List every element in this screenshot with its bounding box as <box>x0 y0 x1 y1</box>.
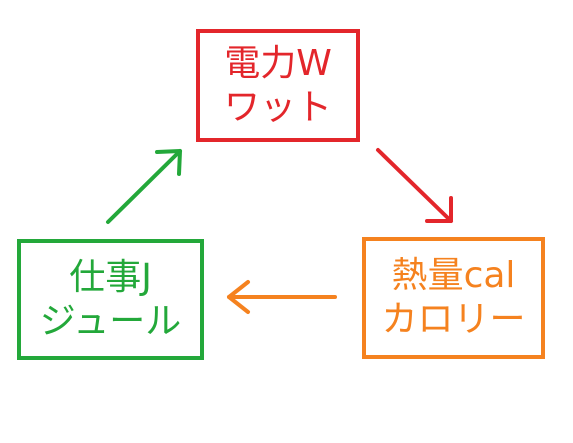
node-power: 電力W ワット <box>196 29 360 142</box>
node-work-reading: ジュール <box>39 300 182 342</box>
node-heat: 熱量cal カロリー <box>362 237 545 359</box>
node-work: 仕事J ジュール <box>17 239 204 360</box>
arrow-work-to-power <box>106 149 182 224</box>
node-power-label: 電力W <box>224 42 332 84</box>
arrow-power-to-heat <box>376 148 453 223</box>
node-work-label: 仕事J <box>69 256 152 298</box>
arrow-heat-to-work <box>227 280 337 314</box>
node-heat-reading: カロリー <box>381 299 526 340</box>
node-heat-label: 熱量cal <box>391 255 516 297</box>
node-power-reading: ワット <box>223 86 332 128</box>
